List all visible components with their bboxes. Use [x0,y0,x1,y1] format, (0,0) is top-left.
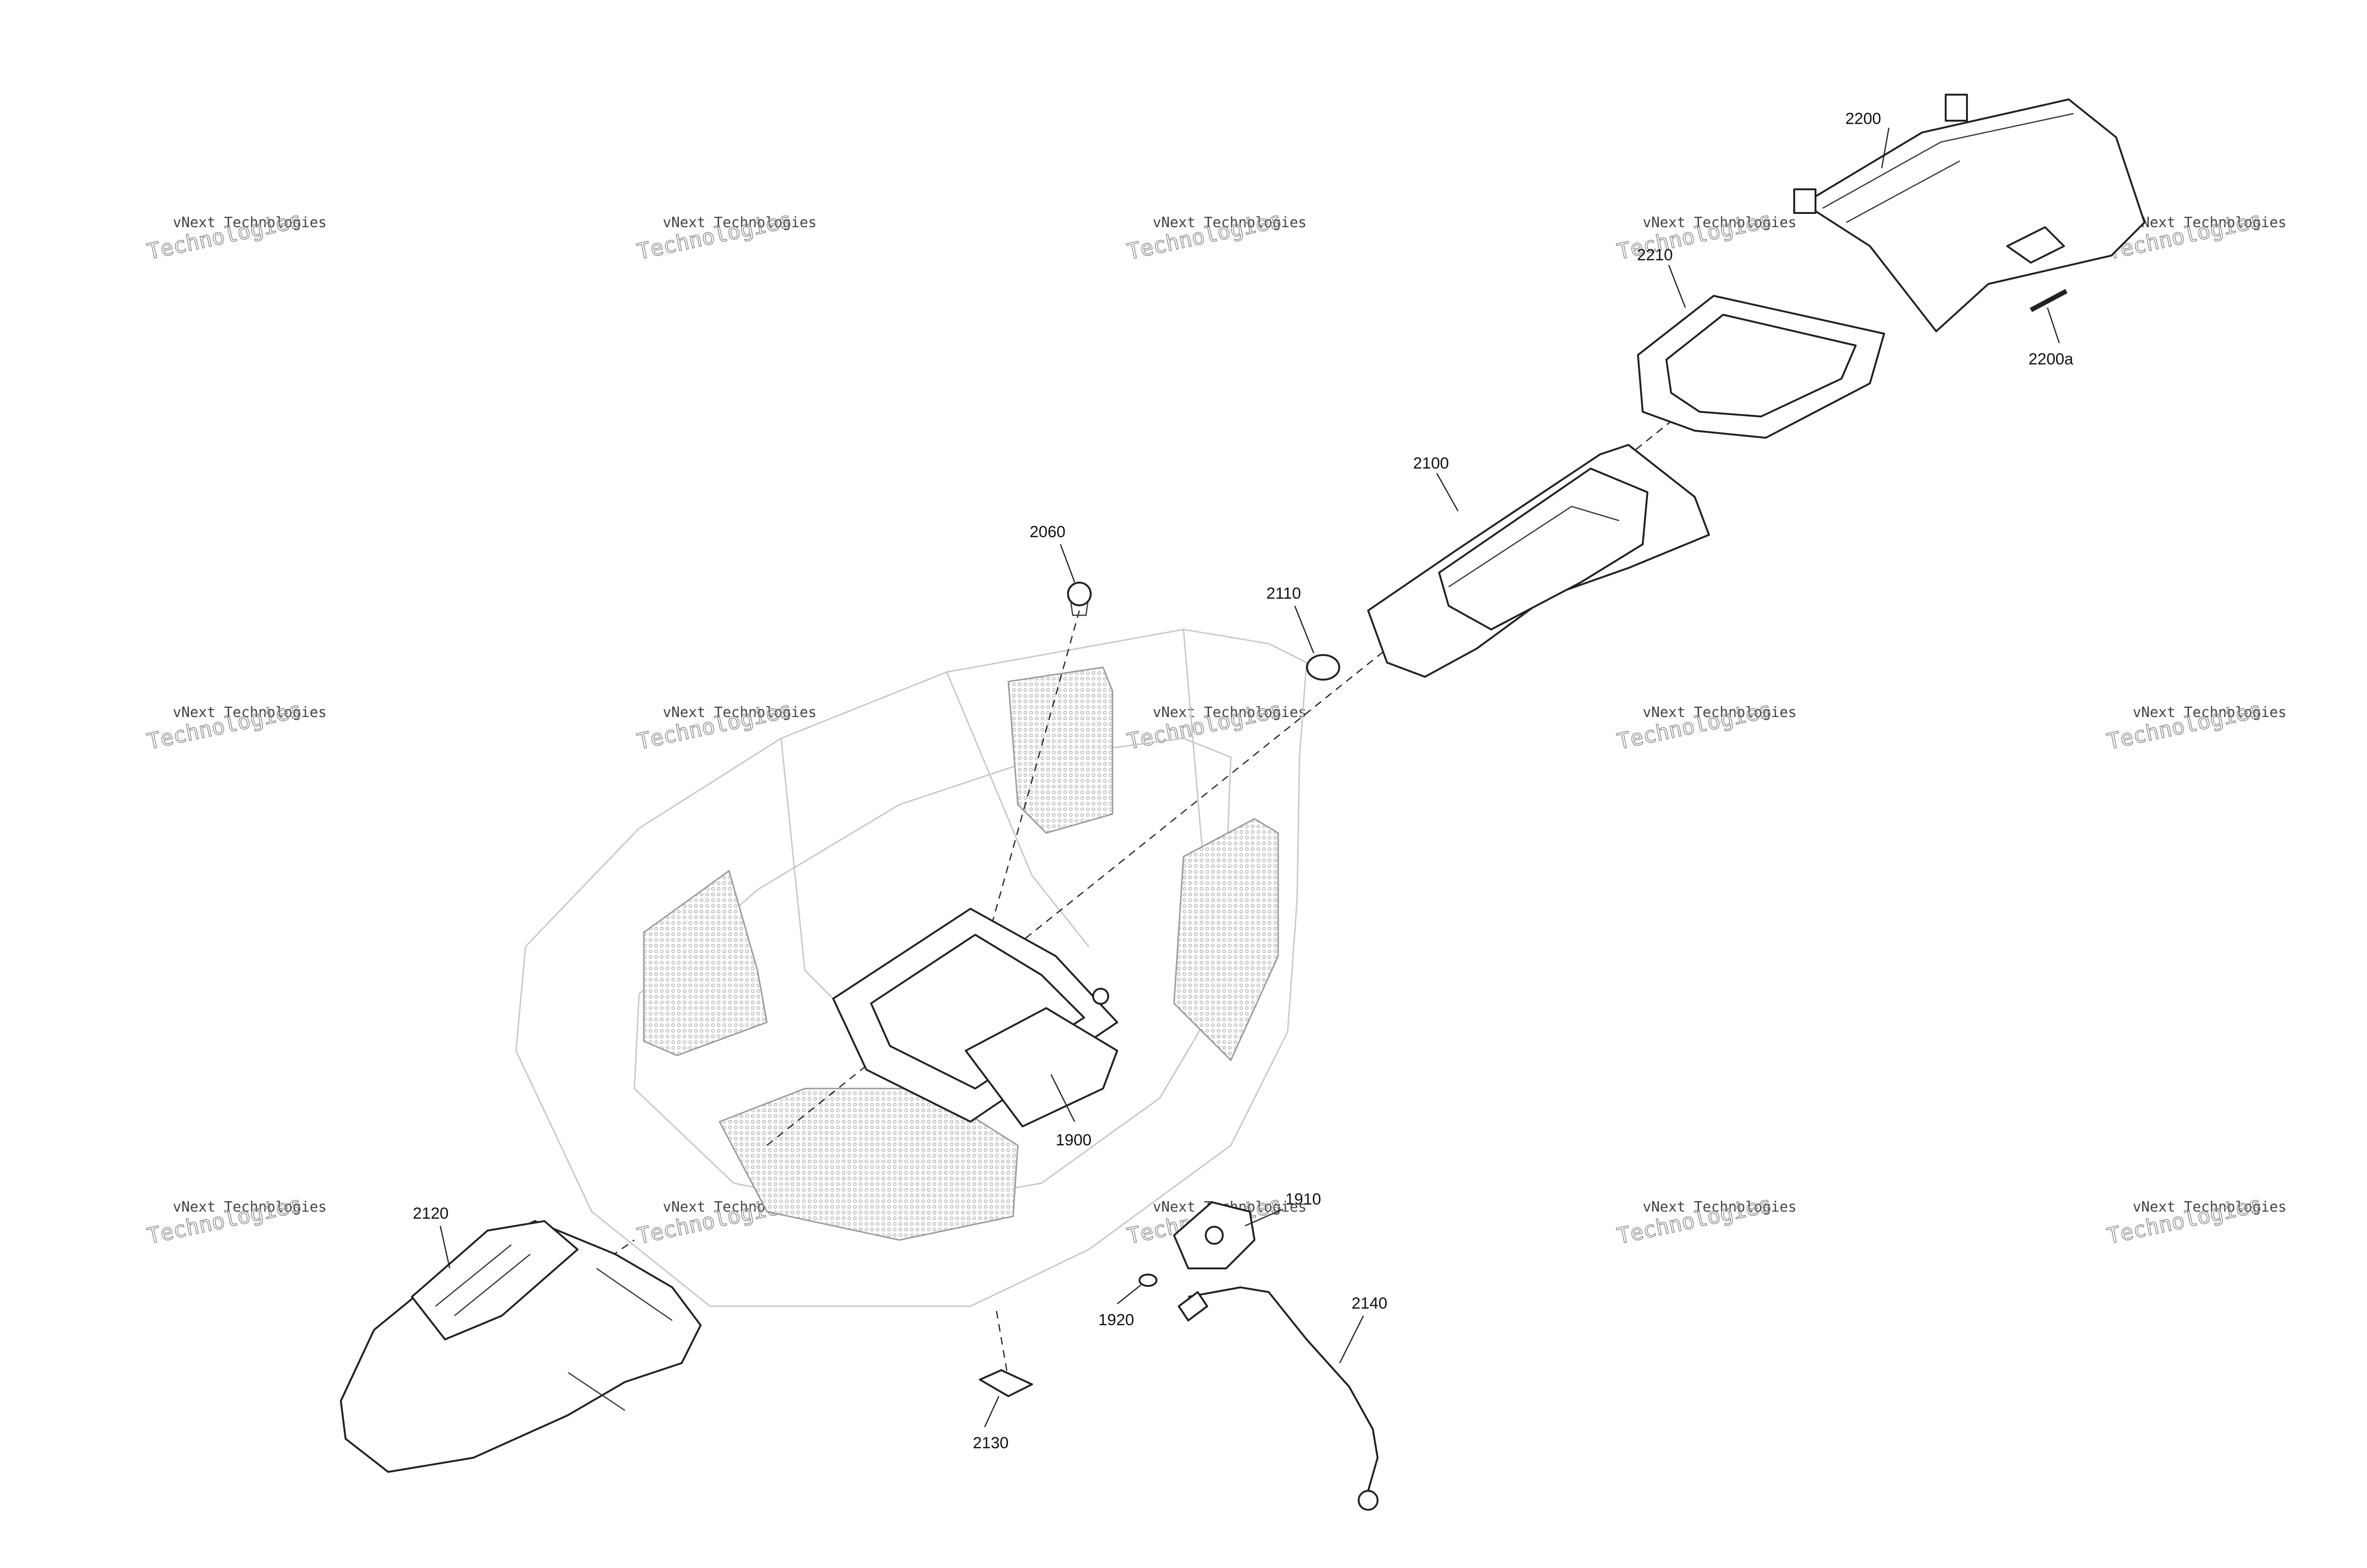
lid-latch-grille [2006,226,2065,264]
svg-text:vNext Technologies: vNext Technologies [173,704,327,721]
svg-text:vNext Technologies: vNext Technologies [663,704,817,721]
watermark: vNext Technologies Technologies [1614,1191,1797,1249]
watermark: vNext Technologies Technologies [144,206,327,265]
callout-2200: 2200 [1845,110,1881,128]
part-2060-clip [1067,582,1092,616]
callout-1910: 1910 [1285,1190,1321,1208]
leader-2140 [1339,1315,1364,1364]
plug-body [1306,654,1340,681]
part-2100-lid-frame [1367,444,1710,678]
svg-text:vNext Technologies: vNext Technologies [2133,1199,2287,1215]
lid-hinge-lines [1822,113,2074,223]
callout-2130: 2130 [973,1434,1009,1452]
callout-labels: 2200 2200a 2210 2100 2060 2110 1900 1910… [413,110,2073,1452]
part-2200-outer-lid [1793,94,2145,332]
pin-body [2029,289,2068,312]
callout-1900: 1900 [1056,1131,1092,1149]
axis-2130 [996,1311,1009,1380]
leader-2200a [2047,307,2060,344]
lock-cylinder [1205,1226,1224,1245]
watermark: vNext Technologies Technologies [2104,1191,2287,1249]
svg-text:vNext Technologies: vNext Technologies [1643,704,1797,721]
watermark: vNext Technologies Technologies [1614,696,1797,755]
callout-2200a: 2200a [2029,350,2073,368]
leader-2060 [1059,544,1076,583]
speaker-grille-lower [718,1088,1019,1241]
screw-head [1139,1274,1157,1287]
svg-text:vNext Technologies: vNext Technologies [663,214,817,231]
latch-plate [979,1369,1033,1397]
lid-hinge-left [1793,188,1816,214]
bin-mount-hole [1092,988,1109,1005]
watermark: vNext Technologies Technologies [634,696,817,755]
part-2120-tray [340,1220,702,1473]
cable-run [1188,1286,1379,1491]
svg-text:vNext Technologies: vNext Technologies [1153,214,1307,231]
leader-1910 [1245,1208,1283,1227]
leader-2100 [1436,473,1459,512]
callout-2060: 2060 [1030,523,1066,541]
cable-clip [1178,1291,1208,1321]
speaker-grille-upper [1007,666,1113,834]
part-1920-screw [1139,1274,1157,1287]
callout-2140: 2140 [1352,1294,1388,1312]
watermark: vNext Technologies Technologies [1124,696,1307,755]
lid-frame-tray [1438,468,1648,630]
leader-2120 [439,1225,451,1269]
svg-text:vNext Technologies: vNext Technologies [173,1199,327,1215]
clip-head [1067,582,1092,606]
callout-2120: 2120 [413,1205,449,1223]
callout-2110: 2110 [1266,585,1301,602]
tray-ribs [435,1244,673,1411]
watermark: vNext Technologies Technologies [144,1191,327,1249]
housing-outline [515,629,1308,1307]
svg-text:vNext Technologies: vNext Technologies [1643,1199,1797,1215]
leader-2130 [984,1396,1000,1427]
svg-text:vNext Technologies: vNext Technologies [2133,704,2287,721]
part-2110-plug [1306,654,1340,681]
leader-1900 [1050,1074,1076,1122]
gasket-inner [1665,314,1857,417]
part-2140-cable [1178,1286,1379,1511]
callout-2100: 2100 [1413,454,1449,472]
leader-lines [439,127,2060,1427]
leader-1920 [1117,1285,1141,1304]
leader-2200 [1881,127,1890,168]
lid-shell [1803,98,2145,332]
leader-2110 [1294,605,1315,654]
part-1910-lock [1173,1201,1255,1269]
part-1900-bin [832,908,1118,1127]
watermark-layer: vNext Technologies Technologies vNext Te… [144,206,2287,1249]
callout-1920: 1920 [1098,1311,1134,1329]
lid-frame-step [1448,505,1620,588]
leader-2210 [1668,265,1686,308]
watermark: vNext Technologies Technologies [144,696,327,755]
bin-latch-recess [965,1007,1118,1127]
part-2210-gasket [1637,295,1885,439]
lid-hinge-right [1945,94,1968,122]
clip-shank [1070,602,1089,616]
svg-text:vNext Technologies: vNext Technologies [173,214,327,231]
part-2130-latch [979,1369,1033,1397]
speaker-grille-left [643,869,768,1056]
callout-2210: 2210 [1637,246,1673,264]
svg-text:vNext Technologies: vNext Technologies [1643,214,1797,231]
watermark: vNext Technologies Technologies [1124,206,1307,265]
watermark: vNext Technologies Technologies [2104,696,2287,755]
svg-text:vNext Technologies: vNext Technologies [2133,214,2287,231]
cable-end-fitting [1358,1490,1379,1511]
watermark: vNext Technologies Technologies [634,206,817,265]
svg-text:vNext Technologies: vNext Technologies [1153,704,1307,721]
speaker-grille-right [1173,818,1279,1062]
part-2200a-pin [2029,289,2068,312]
tray-clip-block [411,1220,578,1340]
dashboard-housing-ghost [515,629,1308,1307]
